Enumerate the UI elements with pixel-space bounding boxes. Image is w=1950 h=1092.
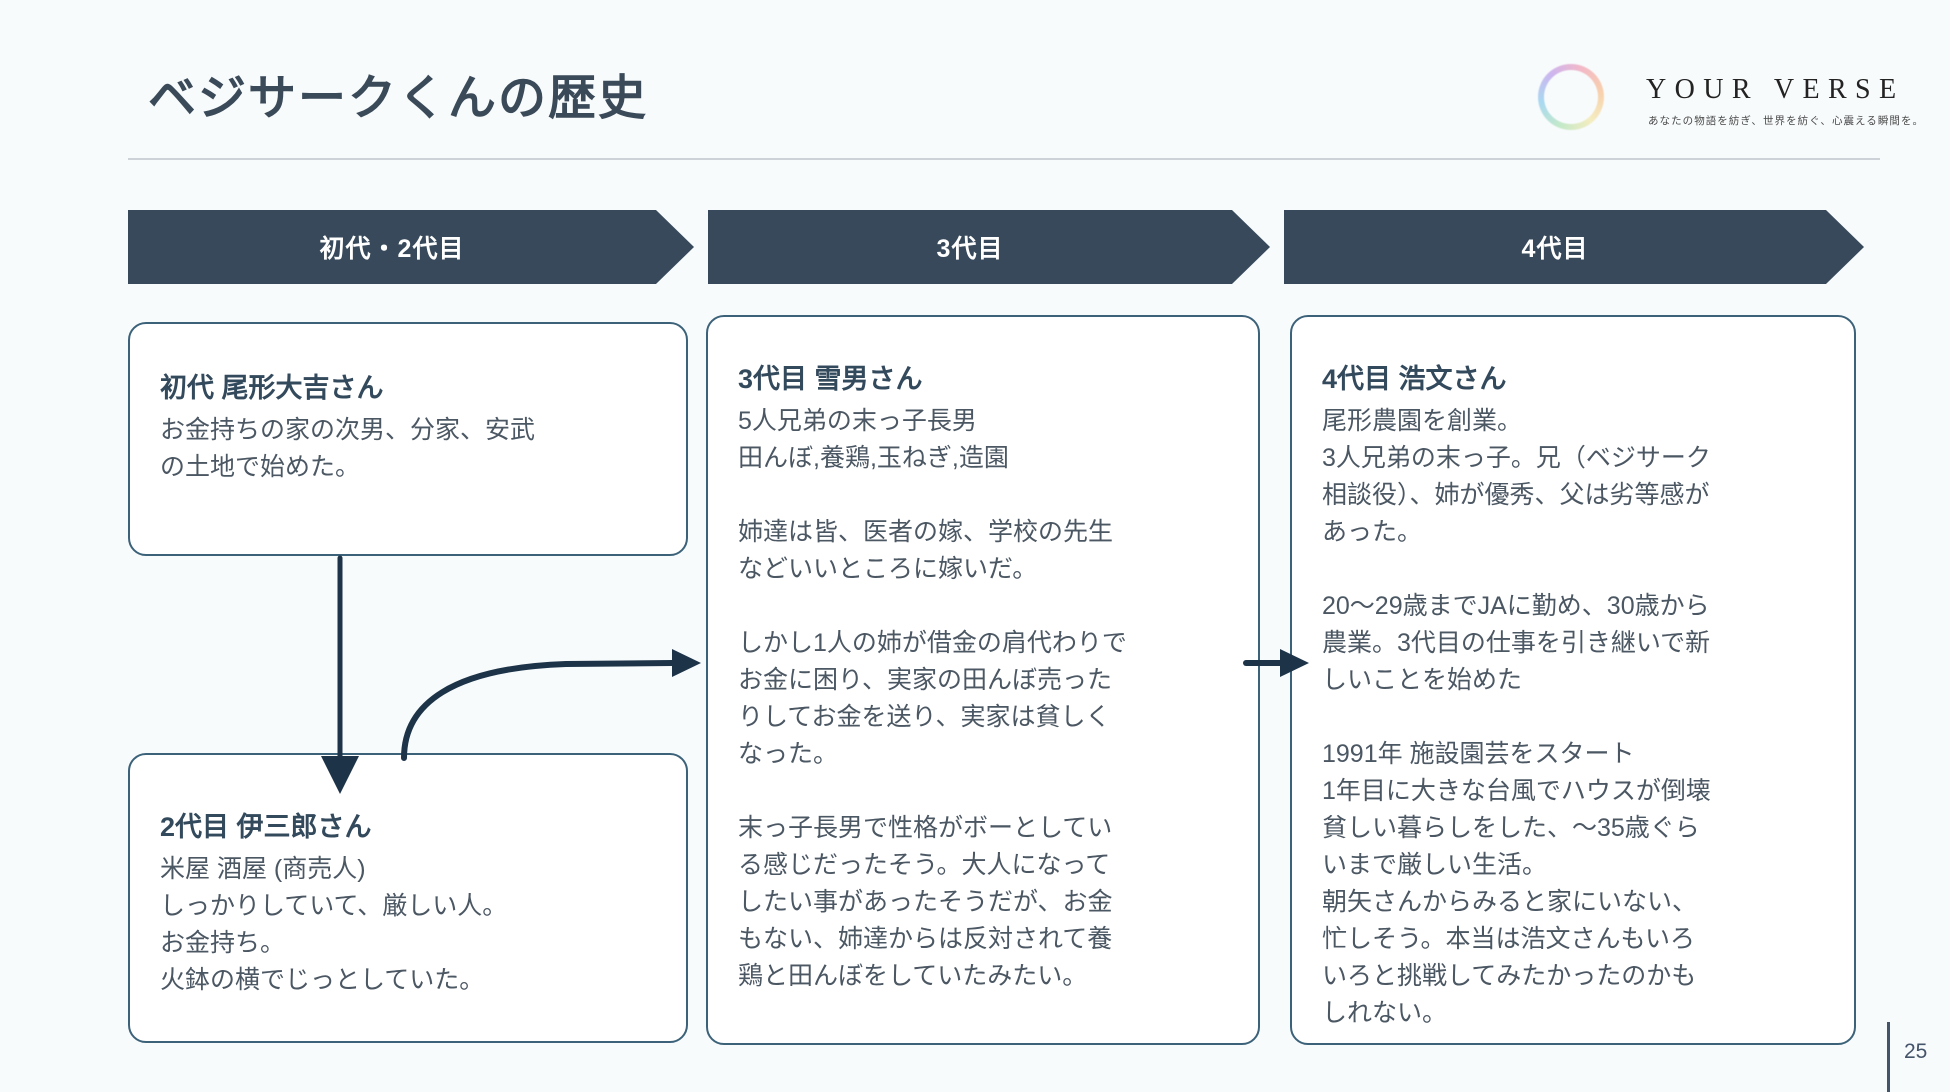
- card-title: 初代 尾形大吉さん: [160, 373, 384, 403]
- card-gen4: 4代目 浩文さん 尾形農園を創業。 3人兄弟の末っ子。兄（ベジサーク 相談役）、…: [1290, 315, 1856, 1045]
- card-gen1: 初代 尾形大吉さん お金持ちの家の次男、分家、安武 の土地で始めた。: [128, 322, 688, 556]
- header-divider: [128, 158, 1880, 160]
- gen2-to-gen3-arrow: [401, 649, 701, 761]
- rainbow-ring-icon: [1538, 64, 1604, 130]
- card-title: 2代目 伊三郎さん: [160, 812, 372, 842]
- card-body: お金持ちの家の次男、分家、安武 の土地で始めた。: [160, 416, 536, 481]
- timeline-stage-label: 3代目: [936, 235, 1004, 263]
- timeline-stage-gen3: 3代目: [708, 210, 1270, 284]
- timeline-stage-label: 初代・2代目: [319, 235, 465, 263]
- card-body: 尾形農園を創業。 3人兄弟の末っ子。兄（ベジサーク 相談役）、姉が優秀、父は劣等…: [1322, 407, 1711, 1027]
- timeline-stage-gen1-2: 初代・2代目: [128, 210, 694, 284]
- card-body: 米屋 酒屋 (商売人) しっかりしていて、厳しい人。 お金持ち。 火鉢の横でじっ…: [160, 855, 508, 994]
- timeline-stage-gen4: 4代目: [1284, 210, 1864, 284]
- timeline-stage-label: 4代目: [1521, 235, 1589, 263]
- page-number: 25: [1904, 1040, 1928, 1063]
- arrow-right-icon: [672, 649, 701, 677]
- card-body: 5人兄弟の末っ子長男 田んぼ,養鶏,玉ねぎ,造園 姉達は皆、医者の嫁、学校の先生…: [738, 407, 1127, 990]
- card-title: 4代目 浩文さん: [1322, 364, 1507, 394]
- brand-tagline: あなたの物語を紡ぎ、世界を紡ぐ、心震える瞬間を。: [1648, 115, 1925, 127]
- card-gen2: 2代目 伊三郎さん 米屋 酒屋 (商売人) しっかりしていて、厳しい人。 お金持…: [128, 753, 688, 1043]
- card-gen3: 3代目 雪男さん 5人兄弟の末っ子長男 田んぼ,養鶏,玉ねぎ,造園 姉達は皆、医…: [706, 315, 1260, 1045]
- page-number-divider: [1887, 1022, 1890, 1092]
- card-title: 3代目 雪男さん: [738, 364, 923, 394]
- brand-name: YOUR VERSE: [1646, 74, 1905, 105]
- page-title: ベジサークくんの歴史: [148, 72, 649, 125]
